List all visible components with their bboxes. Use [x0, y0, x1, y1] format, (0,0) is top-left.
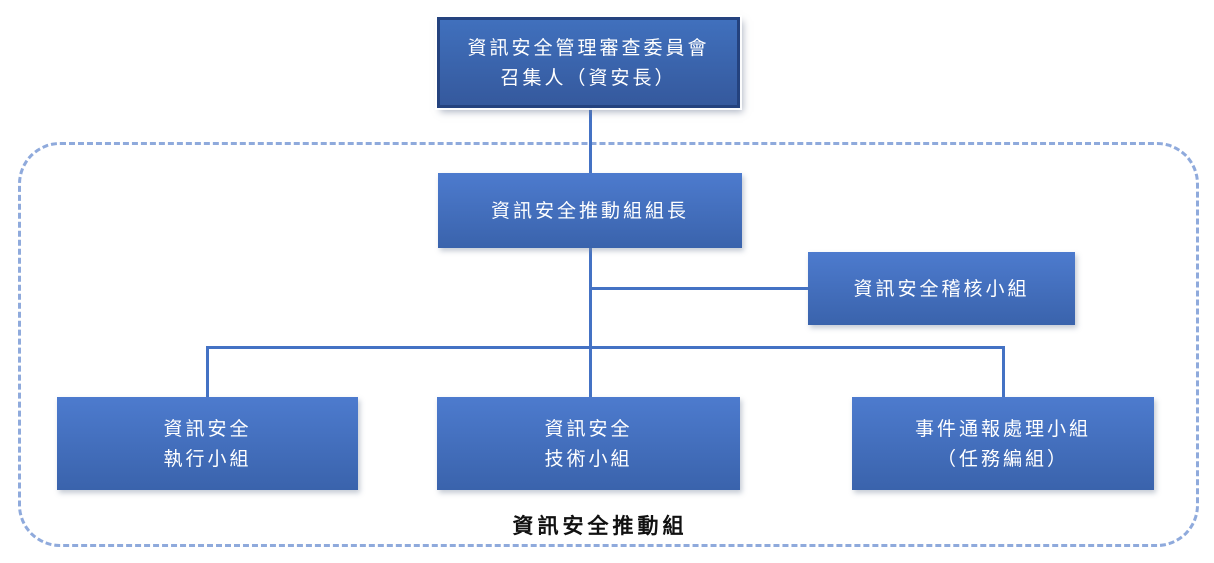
- node-incident-team-label-line2: （任務編組）: [936, 447, 1069, 470]
- connector-branch-audit: [590, 287, 808, 290]
- node-audit-team-label: 資訊安全稽核小組: [853, 277, 1030, 300]
- connector-drop-right: [1002, 346, 1005, 397]
- node-execution-team-label-line2: 執行小組: [163, 447, 252, 470]
- node-execution-team: 資訊安全 執行小組: [57, 397, 358, 490]
- node-incident-team-label-line1: 事件通報處理小組: [914, 417, 1091, 440]
- node-technical-team-label-line1: 資訊安全: [544, 417, 633, 440]
- node-incident-team: 事件通報處理小組 （任務編組）: [852, 397, 1154, 490]
- node-promotion-leader-label: 資訊安全推動組組長: [490, 199, 689, 222]
- node-technical-team-label-line2: 技術小組: [544, 447, 633, 470]
- connector-leader-stem: [589, 248, 592, 397]
- promotion-group-boundary: [18, 142, 1199, 547]
- node-technical-team: 資訊安全 技術小組: [437, 397, 740, 490]
- node-committee-convener-label-line1: 資訊安全管理審查委員會: [467, 36, 710, 59]
- node-committee-convener: 資訊安全管理審查委員會 召集人（資安長）: [437, 17, 740, 108]
- promotion-group-label: 資訊安全推動組: [512, 513, 688, 538]
- connector-drop-left: [206, 346, 209, 397]
- connector-horizontal-main: [206, 346, 1004, 349]
- node-promotion-leader: 資訊安全推動組組長: [438, 173, 742, 248]
- node-committee-convener-label-line2: 召集人（資安長）: [500, 66, 677, 89]
- connector-top-to-leader: [589, 106, 592, 173]
- node-execution-team-label-line1: 資訊安全: [163, 417, 252, 440]
- node-audit-team: 資訊安全稽核小組: [808, 252, 1075, 325]
